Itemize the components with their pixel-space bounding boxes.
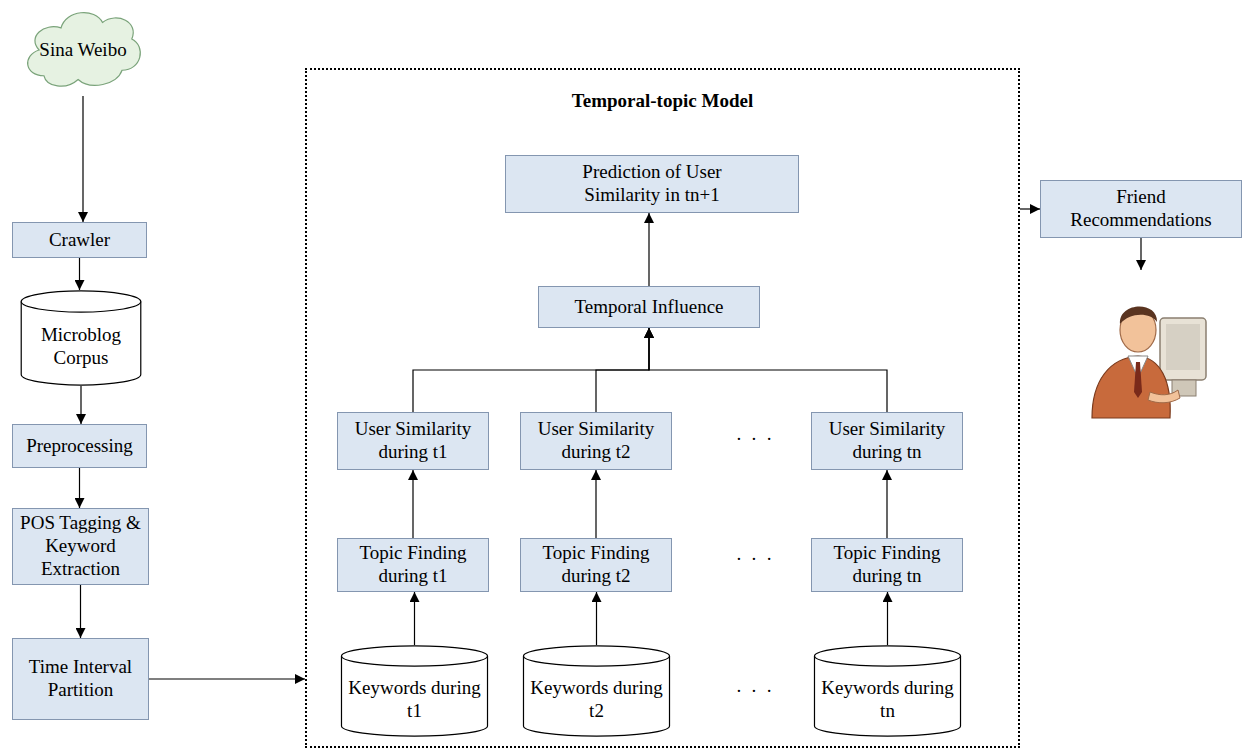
- node-label: Topic Finding during t2: [527, 542, 665, 588]
- flow-arrow: [80, 585, 81, 638]
- flow-arrow: [596, 328, 649, 412]
- flow-arrow: [887, 592, 888, 645]
- source-cloud: Sina Weibo: [22, 4, 144, 96]
- node-label: Keywords during tn: [813, 677, 962, 723]
- data-cylinder: Microblog Corpus: [20, 290, 142, 386]
- node-label: Temporal Influence: [574, 296, 723, 319]
- process-box: User Similarity during tn: [811, 412, 963, 470]
- flow-arrow: [82, 96, 83, 222]
- ellipsis-label: · · ·: [730, 548, 780, 570]
- process-box: User Similarity during t1: [337, 412, 489, 470]
- illustration-arrow: [1140, 238, 1141, 270]
- node-label: Topic Finding during tn: [818, 542, 956, 588]
- node-label: User Similarity during tn: [818, 418, 956, 464]
- group-title: Temporal-topic Model: [307, 90, 1018, 112]
- node-label: Microblog Corpus: [20, 324, 142, 370]
- data-cylinder: Keywords during t2: [522, 645, 671, 737]
- flow-arrow: [649, 328, 887, 412]
- node-label: User Similarity during t2: [527, 418, 665, 464]
- node-label: Prediction of User Similarity in tn+1: [546, 161, 758, 207]
- ellipsis-label: · · ·: [730, 680, 780, 702]
- node-label: POS Tagging & Keyword Extraction: [19, 512, 142, 580]
- data-cylinder: Keywords during tn: [813, 645, 962, 737]
- flow-arrow: [1020, 208, 1040, 209]
- flow-arrow: [149, 678, 305, 679]
- process-box: POS Tagging & Keyword Extraction: [12, 508, 149, 585]
- data-cylinder: Keywords during t1: [340, 645, 489, 737]
- flow-arrow: [413, 328, 649, 412]
- process-box: Time Interval Partition: [12, 638, 149, 720]
- node-label: User Similarity during t1: [344, 418, 482, 464]
- flow-arrow: [648, 213, 649, 286]
- flow-arrow: [79, 468, 80, 508]
- process-box: Crawler: [12, 222, 147, 258]
- process-box: Topic Finding during t2: [520, 538, 672, 592]
- flow-arrow: [595, 470, 596, 538]
- model-group: Temporal-topic ModelPrediction of User S…: [305, 68, 1020, 748]
- person-at-computer: [1092, 306, 1206, 418]
- node-label: Friend Recommendations: [1047, 186, 1235, 232]
- node-label: Topic Finding during t1: [344, 542, 482, 588]
- flow-arrow: [80, 386, 81, 424]
- process-box: Prediction of User Similarity in tn+1: [505, 155, 799, 213]
- flow-arrow: [596, 592, 597, 645]
- flow-arrow: [886, 470, 887, 538]
- process-box: Friend Recommendations: [1040, 180, 1242, 238]
- flow-arrow: [79, 258, 80, 290]
- node-label: Keywords during t2: [522, 677, 671, 723]
- node-label: Preprocessing: [26, 435, 133, 458]
- flow-arrow: [414, 592, 415, 645]
- node-label: Crawler: [49, 229, 110, 252]
- node-label: Keywords during t1: [340, 677, 489, 723]
- process-box: Temporal Influence: [538, 286, 760, 328]
- process-box: User Similarity during t2: [520, 412, 672, 470]
- process-box: Topic Finding during tn: [811, 538, 963, 592]
- flow-arrow: [412, 470, 413, 538]
- node-label: Sina Weibo: [39, 39, 126, 62]
- process-box: Preprocessing: [12, 424, 147, 468]
- process-box: Topic Finding during t1: [337, 538, 489, 592]
- ellipsis-label: · · ·: [730, 428, 780, 450]
- node-label: Time Interval Partition: [19, 656, 142, 702]
